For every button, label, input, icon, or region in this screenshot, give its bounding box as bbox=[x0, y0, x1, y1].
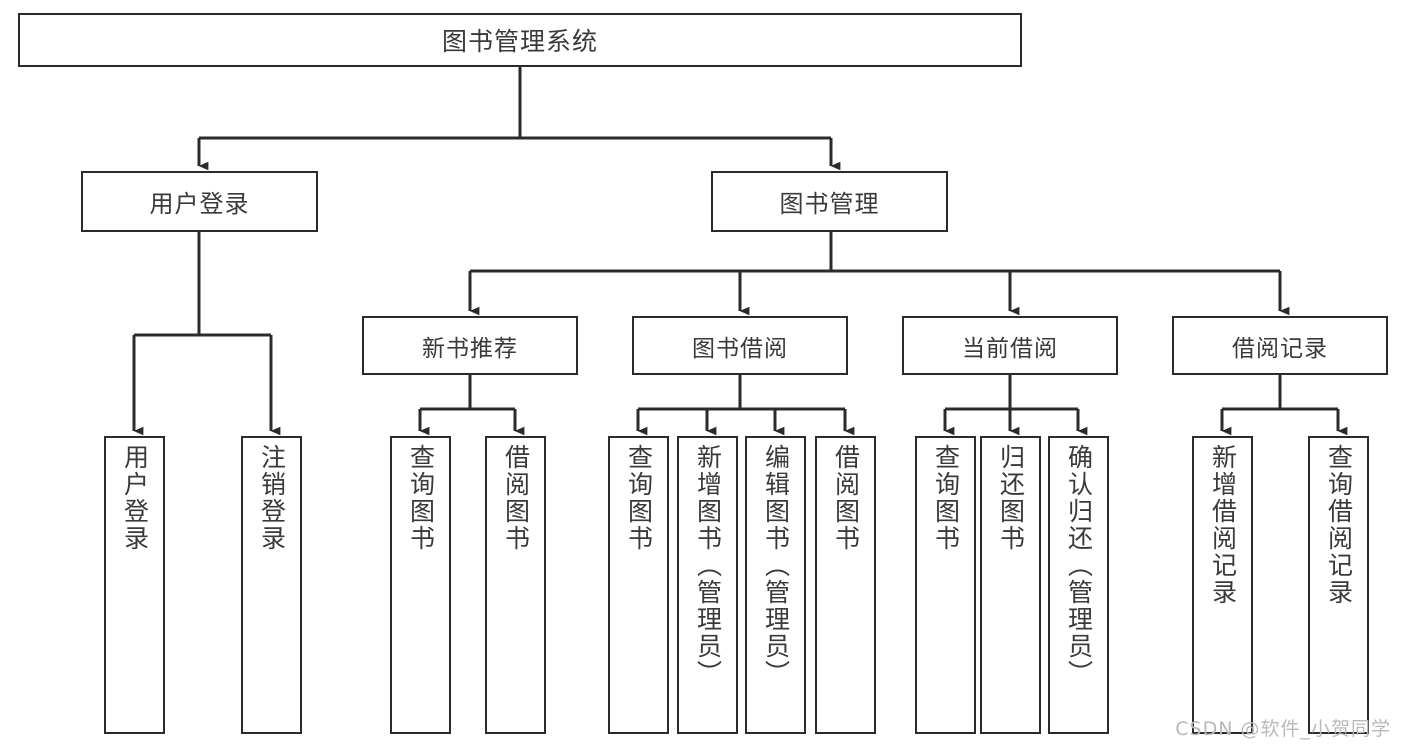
node-label: 查询借阅记录 bbox=[1324, 444, 1354, 606]
node-root-book-management-system[interactable]: 图书管理系统 bbox=[18, 13, 1022, 67]
leaf-add-borrow-record[interactable]: 新增借阅记录 bbox=[1192, 436, 1253, 734]
node-label: 图书管理 bbox=[779, 190, 880, 218]
leaf-query-books-borrow[interactable]: 查询图书 bbox=[608, 436, 669, 734]
node-label: 借阅记录 bbox=[1232, 335, 1328, 362]
node-label: 用户登录 bbox=[120, 444, 150, 552]
node-label: 注销登录 bbox=[257, 444, 287, 552]
node-label: 查询图书 bbox=[624, 444, 654, 552]
node-label: 借阅图书 bbox=[831, 444, 861, 552]
node-label: 确认归还（管理员） bbox=[1064, 444, 1094, 687]
node-label: 当前借阅 bbox=[962, 335, 1058, 362]
leaf-edit-book-admin[interactable]: 编辑图书（管理员） bbox=[745, 436, 806, 734]
leaf-query-books-current[interactable]: 查询图书 bbox=[915, 436, 976, 734]
node-label: 借阅图书 bbox=[501, 444, 531, 552]
node-label: 图书管理系统 bbox=[441, 27, 598, 56]
node-book-management[interactable]: 图书管理 bbox=[711, 171, 948, 232]
node-user-login[interactable]: 用户登录 bbox=[81, 171, 318, 232]
leaf-return-books[interactable]: 归还图书 bbox=[980, 436, 1041, 734]
leaf-borrow-books[interactable]: 借阅图书 bbox=[815, 436, 876, 734]
watermark-text: CSDN @软件_小贺同学 bbox=[1175, 718, 1391, 740]
node-label: 新增图书（管理员） bbox=[693, 444, 723, 687]
node-book-borrowing[interactable]: 图书借阅 bbox=[632, 316, 848, 375]
node-label: 新增借阅记录 bbox=[1208, 444, 1238, 606]
leaf-borrow-books-recommend[interactable]: 借阅图书 bbox=[485, 436, 546, 734]
leaf-query-borrow-record[interactable]: 查询借阅记录 bbox=[1308, 436, 1369, 734]
node-new-book-recommendation[interactable]: 新书推荐 bbox=[362, 316, 578, 375]
leaf-add-book-admin[interactable]: 新增图书（管理员） bbox=[677, 436, 738, 734]
node-label: 图书借阅 bbox=[692, 335, 788, 362]
node-label: 编辑图书（管理员） bbox=[761, 444, 791, 687]
leaf-logout[interactable]: 注销登录 bbox=[241, 436, 302, 734]
node-label: 查询图书 bbox=[406, 444, 436, 552]
leaf-confirm-return-admin[interactable]: 确认归还（管理员） bbox=[1048, 436, 1109, 734]
node-current-borrowing[interactable]: 当前借阅 bbox=[902, 316, 1118, 375]
leaf-query-books-recommend[interactable]: 查询图书 bbox=[390, 436, 451, 734]
node-label: 用户登录 bbox=[149, 190, 250, 218]
node-label: 查询图书 bbox=[931, 444, 961, 552]
node-label: 归还图书 bbox=[996, 444, 1026, 552]
node-label: 新书推荐 bbox=[422, 335, 518, 362]
leaf-user-login[interactable]: 用户登录 bbox=[104, 436, 165, 734]
node-borrowing-records[interactable]: 借阅记录 bbox=[1172, 316, 1388, 375]
